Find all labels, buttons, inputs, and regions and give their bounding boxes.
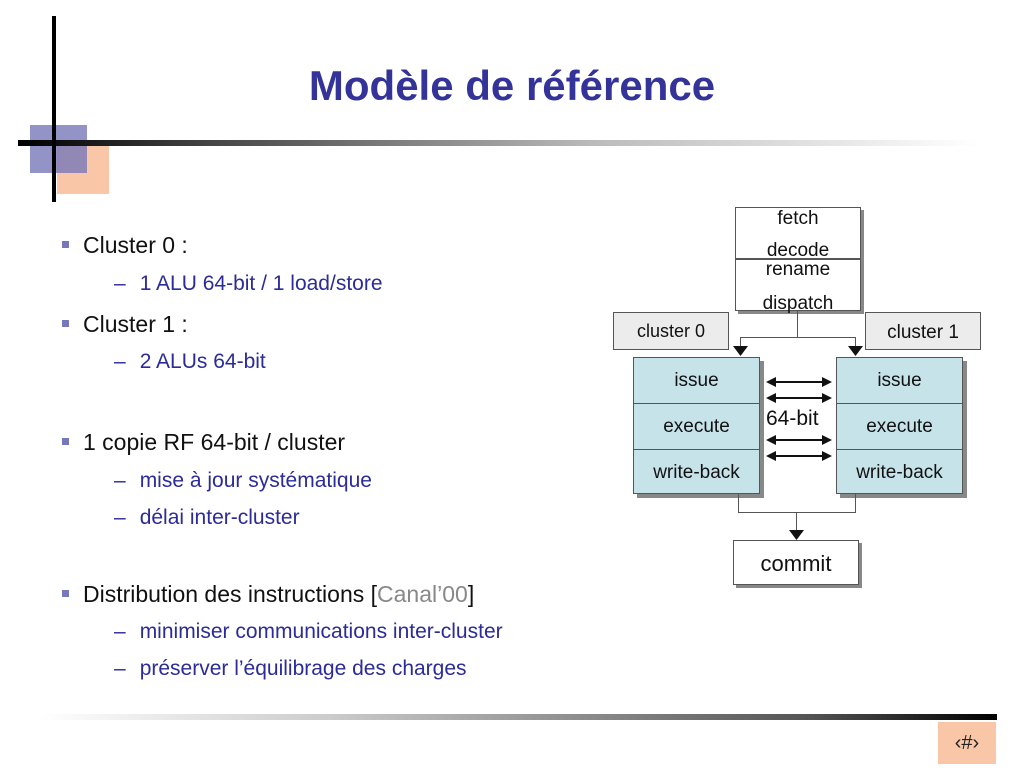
sub-bullet: –minimiser communications inter-cluster (114, 620, 503, 643)
deco-square-blue (30, 125, 87, 173)
bidirectional-arrows-icon (766, 377, 832, 461)
connector (797, 311, 798, 337)
slide-title: Modèle de référence (308, 62, 716, 109)
cluster1-label: cluster 1 (865, 312, 981, 350)
connector (738, 494, 739, 512)
stage-write-back: write-back (856, 462, 943, 483)
cluster1-stages: issue execute write-back (836, 357, 963, 494)
bus-width-label: 64-bit (766, 407, 819, 430)
sub-bullet: –préserver l’équilibrage des charges (114, 657, 467, 680)
stage-issue: issue (837, 358, 962, 404)
stage-write-back: write-back (653, 462, 740, 483)
commit-box: commit (733, 540, 859, 585)
arrow-down-icon (733, 346, 748, 356)
bullet-rf-copy: 1 copie RF 64-bit / cluster (62, 429, 345, 456)
connector (740, 337, 856, 338)
connector (855, 337, 856, 351)
bullet-marker (62, 241, 69, 249)
rename-dispatch-box: rename dispatch (735, 259, 861, 314)
bullet-marker (62, 320, 69, 328)
bullet-marker (62, 438, 69, 446)
bullet-distribution: Distribution des instructions [Canal’00] (62, 581, 474, 608)
connector (796, 512, 797, 532)
stage-issue: issue (634, 358, 759, 404)
sub-bullet: –mise à jour systématique (114, 469, 372, 492)
arrow-down-icon (848, 346, 863, 356)
connector (740, 337, 741, 351)
citation-link: Canal’00 (377, 581, 468, 607)
sub-bullet: –délai inter-cluster (114, 506, 300, 529)
stage-execute: execute (837, 404, 962, 450)
page-number: ‹#› (938, 722, 996, 764)
sub-bullet: –1 ALU 64-bit / 1 load/store (114, 272, 383, 295)
cluster0-stages: issue execute write-back (633, 357, 760, 494)
arrow-down-icon (789, 530, 804, 540)
cluster0-label: cluster 0 (613, 312, 729, 350)
fetch-decode-box: fetch decode (735, 207, 861, 261)
deco-vertical-rule (52, 16, 56, 202)
bullet-marker (62, 590, 69, 598)
bullet-cluster0: Cluster 0 : (62, 232, 188, 259)
connector (738, 512, 856, 513)
stage-execute: execute (634, 404, 759, 450)
footer-rule (40, 714, 997, 720)
title-rule (18, 140, 978, 146)
connector (855, 494, 856, 512)
bullet-cluster1: Cluster 1 : (62, 311, 188, 338)
sub-bullet: –2 ALUs 64-bit (114, 350, 266, 373)
